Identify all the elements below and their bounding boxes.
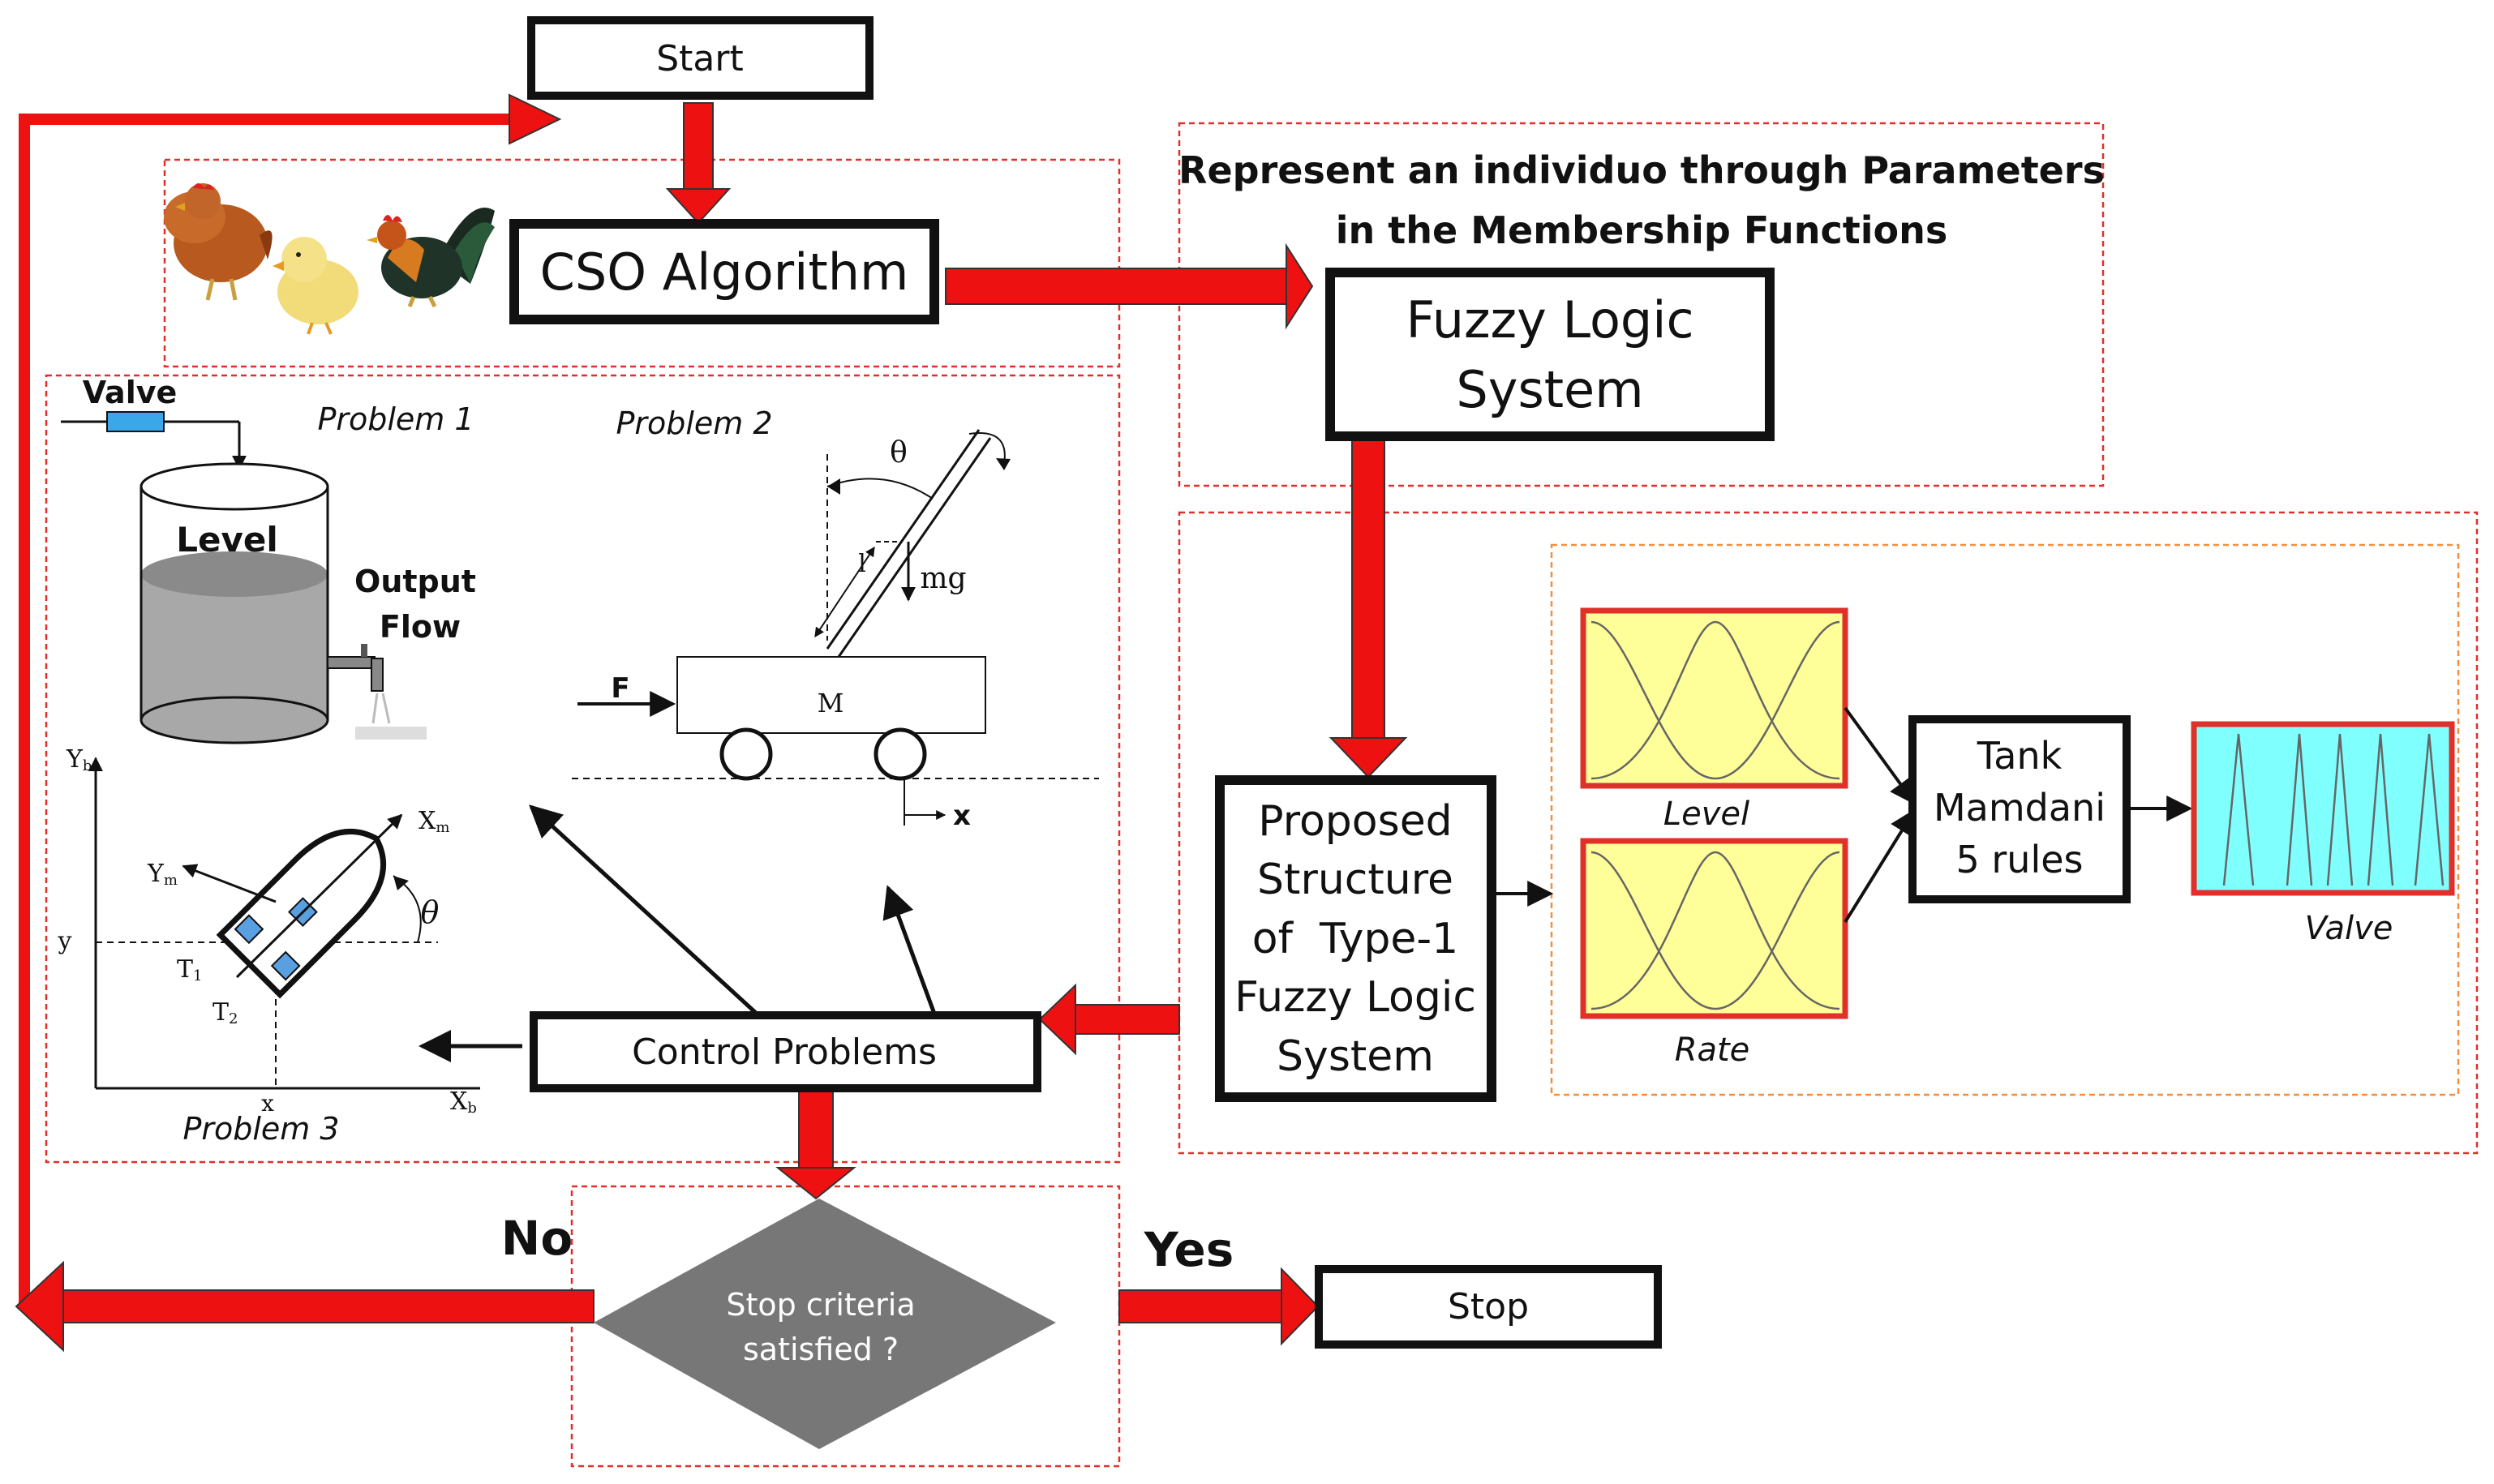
stop-criteria-frame <box>570 1185 1121 1468</box>
cso-group-frame <box>163 158 1121 368</box>
problem3-t2: T2 <box>212 998 238 1027</box>
fls-to-proposed-arrow <box>1329 737 1408 778</box>
problem1-level-label: Level <box>176 520 278 560</box>
representation-title-line1: Represent an individuo through Parameter… <box>1178 148 2105 192</box>
no-edge-label: No <box>501 1211 573 1266</box>
cart-pendulum-icon <box>572 429 1099 826</box>
problem3-xm: Xm <box>419 807 449 836</box>
stop-criteria-line1: Stop criteria <box>726 1287 915 1323</box>
control-problems-frame <box>45 374 1121 1164</box>
tank-line-3: 5 rules <box>1955 838 2083 881</box>
control-to-criteria-arrow <box>775 1167 856 1200</box>
control-problems-label: Control Problems <box>632 1032 937 1073</box>
problem3-x: x <box>261 1090 274 1117</box>
hen-icon <box>164 183 273 301</box>
rate-mf-label: Rate <box>1675 1032 1750 1069</box>
proposed-line-1: Proposed <box>1258 797 1452 846</box>
fls-label-line1: Fuzzy Logic <box>1406 290 1693 350</box>
problem1-title: Problem 1 <box>317 401 474 437</box>
problem2-title: Problem 2 <box>616 405 772 441</box>
cso-box <box>509 219 939 324</box>
problem1-output-line1: Output <box>354 564 476 599</box>
level-mf-label: Level <box>1663 796 1749 833</box>
stop-label: Stop <box>1448 1286 1529 1327</box>
no-branch-arrowhead <box>15 1260 64 1353</box>
valve-mf-label: Valve <box>2305 910 2393 947</box>
fls-label-line2: System <box>1456 360 1643 419</box>
water-tank-icon <box>61 411 427 744</box>
fuzzy-structure-frame <box>1178 511 2479 1155</box>
problem3-theta: θ <box>421 894 440 930</box>
problem2-l: l <box>858 550 866 578</box>
representation-group-frame <box>1178 122 2105 487</box>
proposed-line-3: of Type-1 <box>1252 915 1458 963</box>
chick-icon <box>273 237 358 335</box>
no-loop-arrowhead <box>509 93 562 145</box>
rate-mf-panel <box>1580 838 1848 1019</box>
problem3-xb: Xb <box>450 1087 477 1117</box>
problem2-mg: mg <box>920 562 966 595</box>
problem3-ym: Ym <box>147 860 178 889</box>
start-box <box>527 16 874 100</box>
problem1-output-line2: Flow <box>380 609 461 645</box>
no-loop-line <box>19 114 519 1306</box>
control-problems-box <box>530 1011 1041 1092</box>
tank-mamdani-box <box>1908 715 2131 903</box>
fuzzy-logic-system-box <box>1325 268 1775 441</box>
representation-title-line2: in the Membership Functions <box>1336 208 1947 252</box>
tank-line-2: Mamdani <box>1934 786 2106 830</box>
proposed-line-5: System <box>1277 1032 1434 1081</box>
problem3-y: y <box>58 927 72 955</box>
stop-criteria-line2: satisfied ? <box>743 1332 899 1367</box>
yes-edge-label: Yes <box>1144 1222 1234 1277</box>
cso-label: CSO Algorithm <box>540 242 909 302</box>
problem3-t1: T1 <box>177 955 202 984</box>
start-label: Start <box>656 38 744 79</box>
problem2-force: F <box>611 672 629 705</box>
proposed-line-2: Structure <box>1257 856 1453 904</box>
rooster-icon <box>367 208 495 308</box>
level-mf-panel <box>1580 607 1848 789</box>
problem2-mass: M <box>818 688 844 718</box>
stop-criteria-diamond <box>594 1199 1056 1449</box>
boat-icon <box>88 757 480 1090</box>
structure-to-control-arrow <box>1038 983 1076 1056</box>
valve-mf-panel <box>2191 721 2455 896</box>
problem3-title: Problem 3 <box>182 1111 339 1147</box>
fuzzy-detail-frame <box>1550 543 2460 1096</box>
problem1-valve-label: Valve <box>83 375 178 410</box>
problem3-yb: Yb <box>66 745 92 774</box>
problem2-theta: θ <box>890 436 908 470</box>
tank-line-1: Tank <box>1977 734 2063 778</box>
problem2-x: x <box>953 800 971 832</box>
proposed-line-4: Fuzzy Logic <box>1234 973 1476 1022</box>
proposed-structure-box <box>1215 775 1496 1102</box>
yes-branch-arrowhead <box>1281 1267 1320 1346</box>
stop-box <box>1315 1265 1662 1349</box>
start-to-cso-arrow <box>665 188 732 225</box>
